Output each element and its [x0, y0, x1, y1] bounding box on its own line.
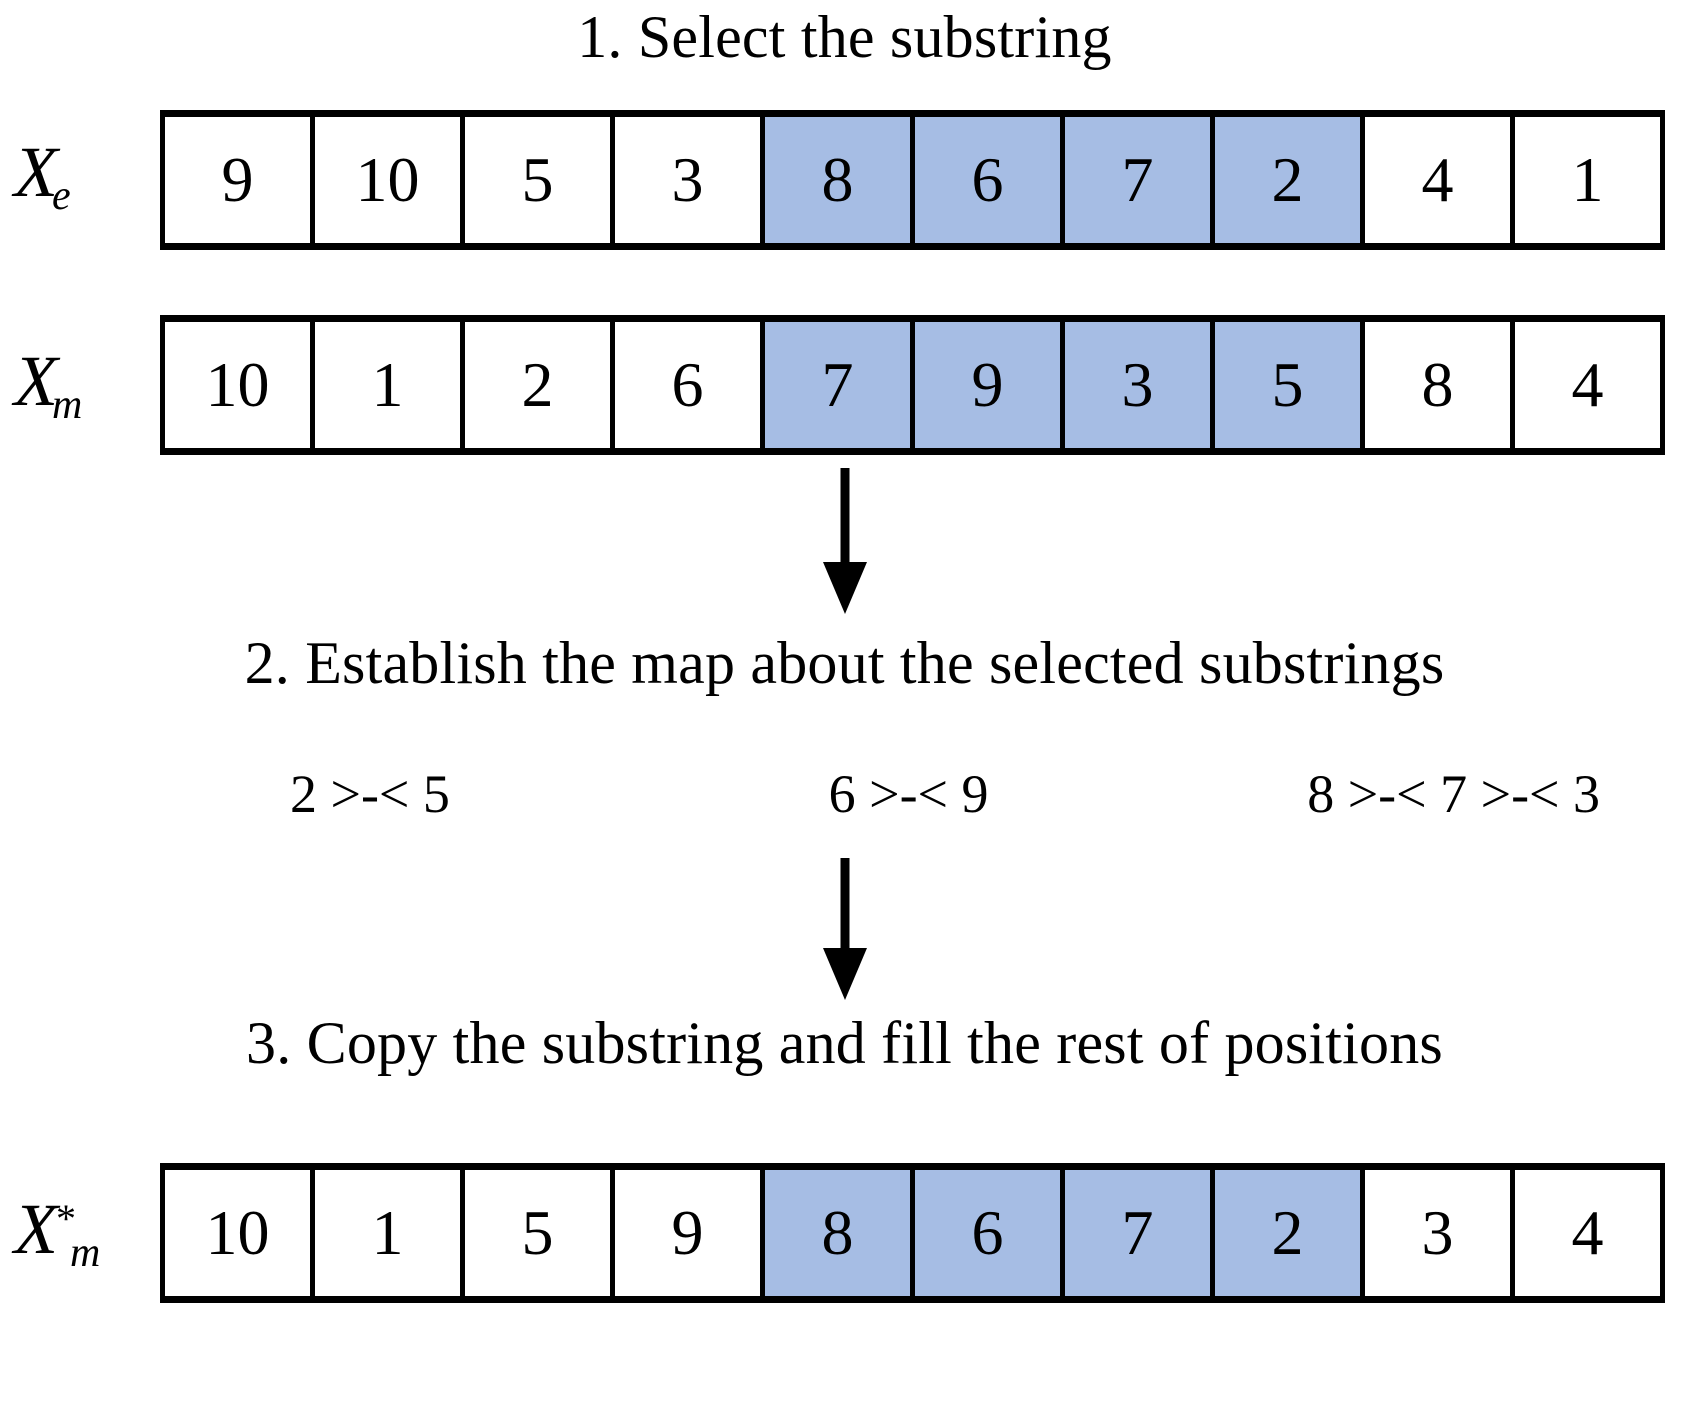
- arrow-step2-to-step3-icon: [823, 858, 867, 1000]
- row-label-xe: Xe: [14, 136, 71, 217]
- row-label-xe-base: X: [14, 132, 58, 212]
- row-label-xm: Xm: [14, 345, 82, 426]
- cell-xm-7[interactable]: 5: [1215, 322, 1365, 448]
- row-label-xm-base: X: [14, 341, 58, 421]
- row-label-xm-star-subscript: m: [69, 1230, 101, 1277]
- strip-xm-star: 10 1 5 9 8 6 7 2 3 4: [160, 1163, 1665, 1303]
- cell-xe-9[interactable]: 1: [1515, 117, 1660, 243]
- cell-xm-star-8[interactable]: 3: [1365, 1170, 1515, 1296]
- row-label-xm-subscript: m: [51, 382, 83, 429]
- row-label-xm-star-base: X: [14, 1189, 58, 1269]
- mapping-pair-0: 2 >-< 5: [290, 764, 450, 824]
- cell-xm-0[interactable]: 10: [165, 322, 315, 448]
- row-label-xm-star: X*m: [14, 1193, 100, 1274]
- row-label-xm-star-superscript: *: [55, 1196, 76, 1242]
- cell-xm-star-4[interactable]: 8: [765, 1170, 915, 1296]
- step-1-heading: 1. Select the substring: [577, 4, 1112, 70]
- cell-xm-star-5[interactable]: 6: [915, 1170, 1065, 1296]
- cell-xm-3[interactable]: 6: [615, 322, 765, 448]
- cell-xm-star-9[interactable]: 4: [1515, 1170, 1660, 1296]
- cell-xe-0[interactable]: 9: [165, 117, 315, 243]
- cell-xm-2[interactable]: 2: [465, 322, 615, 448]
- strip-xm: 10 1 2 6 7 9 3 5 8 4: [160, 315, 1665, 455]
- cell-xm-9[interactable]: 4: [1515, 322, 1660, 448]
- step-2-heading: 2. Establish the map about the selected …: [244, 630, 1445, 696]
- arrow-step1-to-step2-icon: [823, 468, 867, 614]
- cell-xm-1[interactable]: 1: [315, 322, 465, 448]
- cell-xm-star-1[interactable]: 1: [315, 1170, 465, 1296]
- cell-xe-8[interactable]: 4: [1365, 117, 1515, 243]
- cell-xm-star-7[interactable]: 2: [1215, 1170, 1365, 1296]
- cell-xm-star-3[interactable]: 9: [615, 1170, 765, 1296]
- cell-xe-1[interactable]: 10: [315, 117, 465, 243]
- cell-xm-star-6[interactable]: 7: [1065, 1170, 1215, 1296]
- cell-xe-5[interactable]: 6: [915, 117, 1065, 243]
- cell-xe-4[interactable]: 8: [765, 117, 915, 243]
- cell-xm-4[interactable]: 7: [765, 322, 915, 448]
- cell-xm-6[interactable]: 3: [1065, 322, 1215, 448]
- step-3-heading: 3. Copy the substring and fill the rest …: [246, 1010, 1443, 1076]
- cell-xe-7[interactable]: 2: [1215, 117, 1365, 243]
- mapping-pair-1: 6 >-< 9: [828, 764, 989, 824]
- cell-xe-2[interactable]: 5: [465, 117, 615, 243]
- cell-xm-star-0[interactable]: 10: [165, 1170, 315, 1296]
- cell-xm-star-2[interactable]: 5: [465, 1170, 615, 1296]
- cell-xm-8[interactable]: 8: [1365, 322, 1515, 448]
- strip-xe: 9 10 5 3 8 6 7 2 4 1: [160, 110, 1665, 250]
- mapping-pair-2: 8 >-< 7 >-< 3: [1307, 764, 1600, 824]
- mapping-row: 2 >-< 5 6 >-< 9 8 >-< 7 >-< 3: [250, 763, 1630, 825]
- cell-xe-6[interactable]: 7: [1065, 117, 1215, 243]
- cell-xe-3[interactable]: 3: [615, 117, 765, 243]
- cell-xm-5[interactable]: 9: [915, 322, 1065, 448]
- row-label-xe-subscript: e: [51, 173, 71, 220]
